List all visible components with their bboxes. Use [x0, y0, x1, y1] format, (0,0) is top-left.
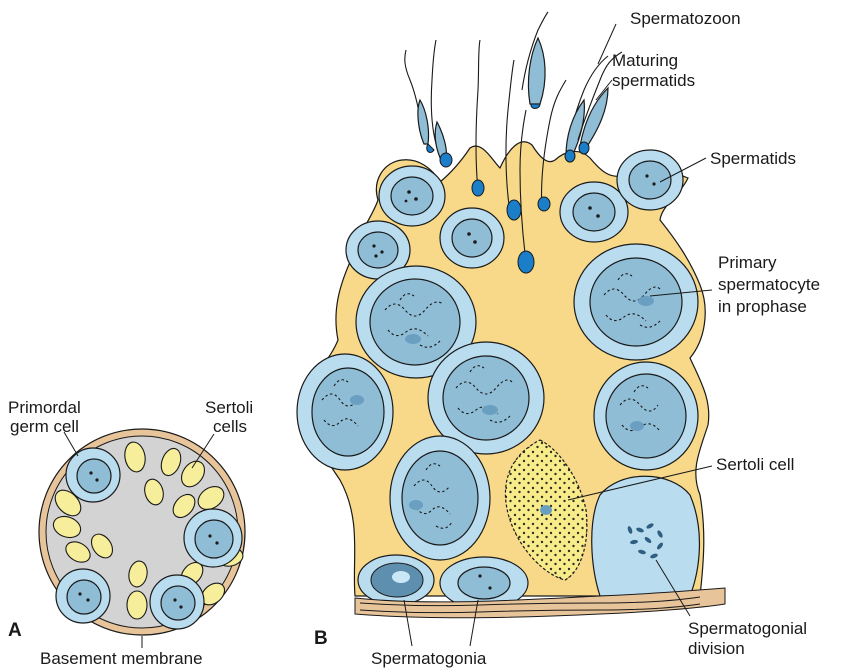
label-spermatozoon: Spermatozoon — [630, 9, 741, 28]
label-sertoli-cells-line2: cells — [213, 417, 247, 436]
primary-spermatocyte-4 — [297, 354, 393, 470]
germ-cell-a-bottom-right — [150, 575, 204, 629]
label-basement-membrane: Basement membrane — [40, 649, 203, 668]
spermatogonial-division-cell — [592, 476, 700, 596]
primary-spermatocyte-6 — [390, 436, 490, 560]
spermatid-cell-4 — [560, 182, 628, 242]
germ-cell-a-right — [184, 509, 242, 567]
label-primordal-germ-cell-line2: germ cell — [10, 417, 79, 436]
label-primordal-germ-cell-line1: Primordal — [8, 398, 81, 417]
panel-label-b: B — [314, 628, 328, 649]
label-spermatogonial-division-line1: Spermatogonial — [688, 619, 807, 638]
label-spermatids: Spermatids — [710, 149, 796, 168]
label-primary-spermatocyte-line2: spermatocyte — [718, 275, 820, 294]
label-primary-spermatocyte-line1: Primary — [718, 253, 777, 272]
label-primary-spermatocyte-line3: in prophase — [718, 297, 807, 316]
label-sertoli-cells-line1: Sertoli — [205, 398, 253, 417]
spermatid-cell-5 — [617, 150, 683, 210]
label-spermatogonia: Spermatogonia — [371, 649, 487, 668]
germ-cell-a-top-left — [66, 448, 120, 502]
panel-a-tubule-cross-section — [39, 429, 245, 635]
germ-cell-a-bottom-left — [56, 569, 110, 623]
spermatid-cell-2 — [440, 208, 504, 268]
panel-label-a: A — [8, 620, 22, 641]
label-sertoli-cell: Sertoli cell — [716, 455, 794, 474]
spermatogonium-1 — [358, 555, 434, 605]
primary-spermatocyte-2 — [574, 244, 698, 360]
spermatid-cell-1 — [379, 166, 445, 226]
label-spermatogonial-division-line2: division — [688, 639, 745, 658]
label-maturing-spermatids-line2: spermatids — [612, 71, 695, 90]
panel-b-seminiferous-epithelium — [297, 12, 725, 618]
primary-spermatocyte-5 — [594, 362, 698, 470]
label-maturing-spermatids-line1: Maturing — [612, 51, 678, 70]
